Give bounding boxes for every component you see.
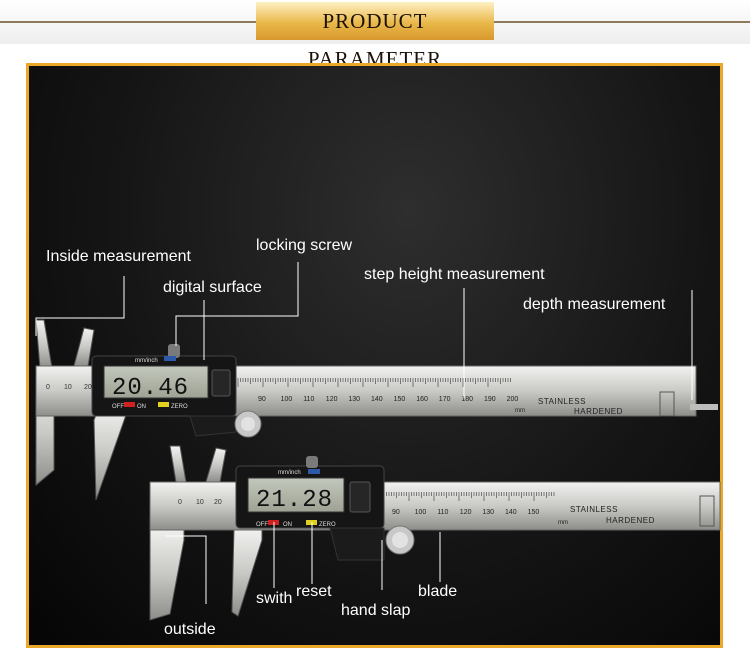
top-lcd-screen: [103, 365, 209, 399]
top-outside-jaw-sliding: [93, 404, 127, 501]
bottom-mode-button: [308, 469, 320, 474]
bottom-mode-label: mm/inch: [278, 470, 301, 476]
scale-number: 140: [505, 509, 517, 516]
scale-number: 100: [281, 396, 293, 403]
scale-number: 90: [392, 509, 400, 516]
bottom-beam-end-slot: [699, 495, 715, 527]
scale-number: 110: [303, 396, 314, 403]
scale-number: 100: [415, 509, 427, 516]
label-digital-surface: digital surface: [163, 279, 262, 296]
header-divider-right: [494, 21, 750, 23]
top-side-indicator: [211, 369, 231, 397]
scale-number: 130: [482, 509, 494, 516]
scale-number: 120: [326, 396, 338, 403]
bottom-off-label: OFF: [256, 522, 268, 528]
bottom-stamp-line1: STAINLESS: [570, 505, 618, 514]
leader-lines: [35, 262, 693, 604]
top-stamp-line1: STAINLESS: [538, 397, 586, 406]
top-left-scale-0: 0: [46, 384, 50, 391]
label-blade: blade: [418, 583, 458, 600]
bottom-inside-jaw-fixed: [169, 445, 187, 483]
bottom-thumb-roller-center: [392, 532, 408, 548]
scale-number: 130: [348, 396, 360, 403]
top-left-scale-2: 20: [84, 384, 92, 391]
leader-outside: [166, 535, 207, 604]
scale-number: 90: [258, 396, 266, 403]
top-mode-label: mm/inch: [135, 358, 158, 364]
scale-number: 170: [439, 396, 451, 403]
scale-number: 180: [461, 396, 473, 403]
label-step-height-measurement: step height measurement: [364, 266, 545, 283]
top-zero-label: ZERO: [171, 404, 188, 410]
bottom-outside-jaw-fixed: [149, 525, 185, 621]
bottom-lcd-screen: [247, 477, 345, 513]
top-scale-numbers: 90 100 110 120 130 140 150 160 170 180 190 200: [258, 396, 518, 403]
bottom-on-label: ON: [283, 522, 292, 528]
bottom-stamp-line2: HARDENED: [606, 516, 655, 525]
top-off-button: [124, 402, 135, 407]
scale-number: 110: [437, 509, 448, 516]
label-locking-screw: locking screw: [256, 237, 353, 254]
scale-number: 140: [371, 396, 383, 403]
top-zero-button: [158, 402, 169, 407]
label-inside-measurement: Inside measurement: [46, 248, 191, 265]
bottom-scale-numbers: 90 100 110 120 130 140 150: [392, 509, 539, 516]
label-depth-measurement: depth measurement: [523, 296, 666, 313]
bottom-left-scale-1: 10: [196, 499, 204, 506]
top-beam-end-slot: [659, 391, 675, 417]
top-depth-rod: [690, 404, 718, 410]
label-swith: swith: [256, 590, 293, 607]
bottom-side-indicator: [349, 481, 371, 513]
scale-number: 190: [484, 396, 496, 403]
top-off-label: OFF: [112, 404, 124, 410]
top-locking-screw: [168, 344, 180, 358]
bottom-left-scale-2: 20: [214, 499, 222, 506]
top-mode-button: [164, 356, 176, 361]
top-display-value: 20.46: [112, 375, 189, 402]
bottom-inside-jaw-sliding: [205, 447, 227, 483]
top-thumb-roller-center: [241, 417, 255, 431]
label-reset: reset: [296, 583, 332, 600]
top-inside-jaw-fixed: [35, 319, 53, 369]
label-outside: outside: [164, 621, 216, 638]
leader-locking-screw: [175, 262, 299, 346]
top-stamp-line2: HARDENED: [574, 407, 623, 416]
bottom-locking-screw: [306, 456, 318, 468]
bottom-display-value: 21.28: [256, 487, 333, 514]
top-inside-jaw-sliding: [73, 327, 95, 367]
scale-number: 120: [460, 509, 472, 516]
top-on-label: ON: [137, 404, 146, 410]
header-divider-left: [0, 21, 256, 23]
bottom-thumb-wheel-housing: [329, 527, 385, 561]
top-thumb-wheel-housing: [189, 415, 237, 437]
scale-number: 160: [416, 396, 428, 403]
bottom-unit-mark: mm: [558, 520, 568, 526]
bottom-zero-label: ZERO: [319, 522, 336, 528]
top-scale-ticks: [237, 378, 511, 387]
scale-number: 150: [528, 509, 540, 516]
label-hand-slap: hand slap: [341, 602, 411, 619]
top-unit-mark: mm: [515, 408, 525, 414]
scale-number: 150: [394, 396, 406, 403]
top-left-scale-1: 10: [64, 384, 72, 391]
bottom-left-scale-0: 0: [178, 499, 182, 506]
scale-number: 200: [507, 396, 519, 403]
leader-inside-measurement: [35, 276, 125, 336]
